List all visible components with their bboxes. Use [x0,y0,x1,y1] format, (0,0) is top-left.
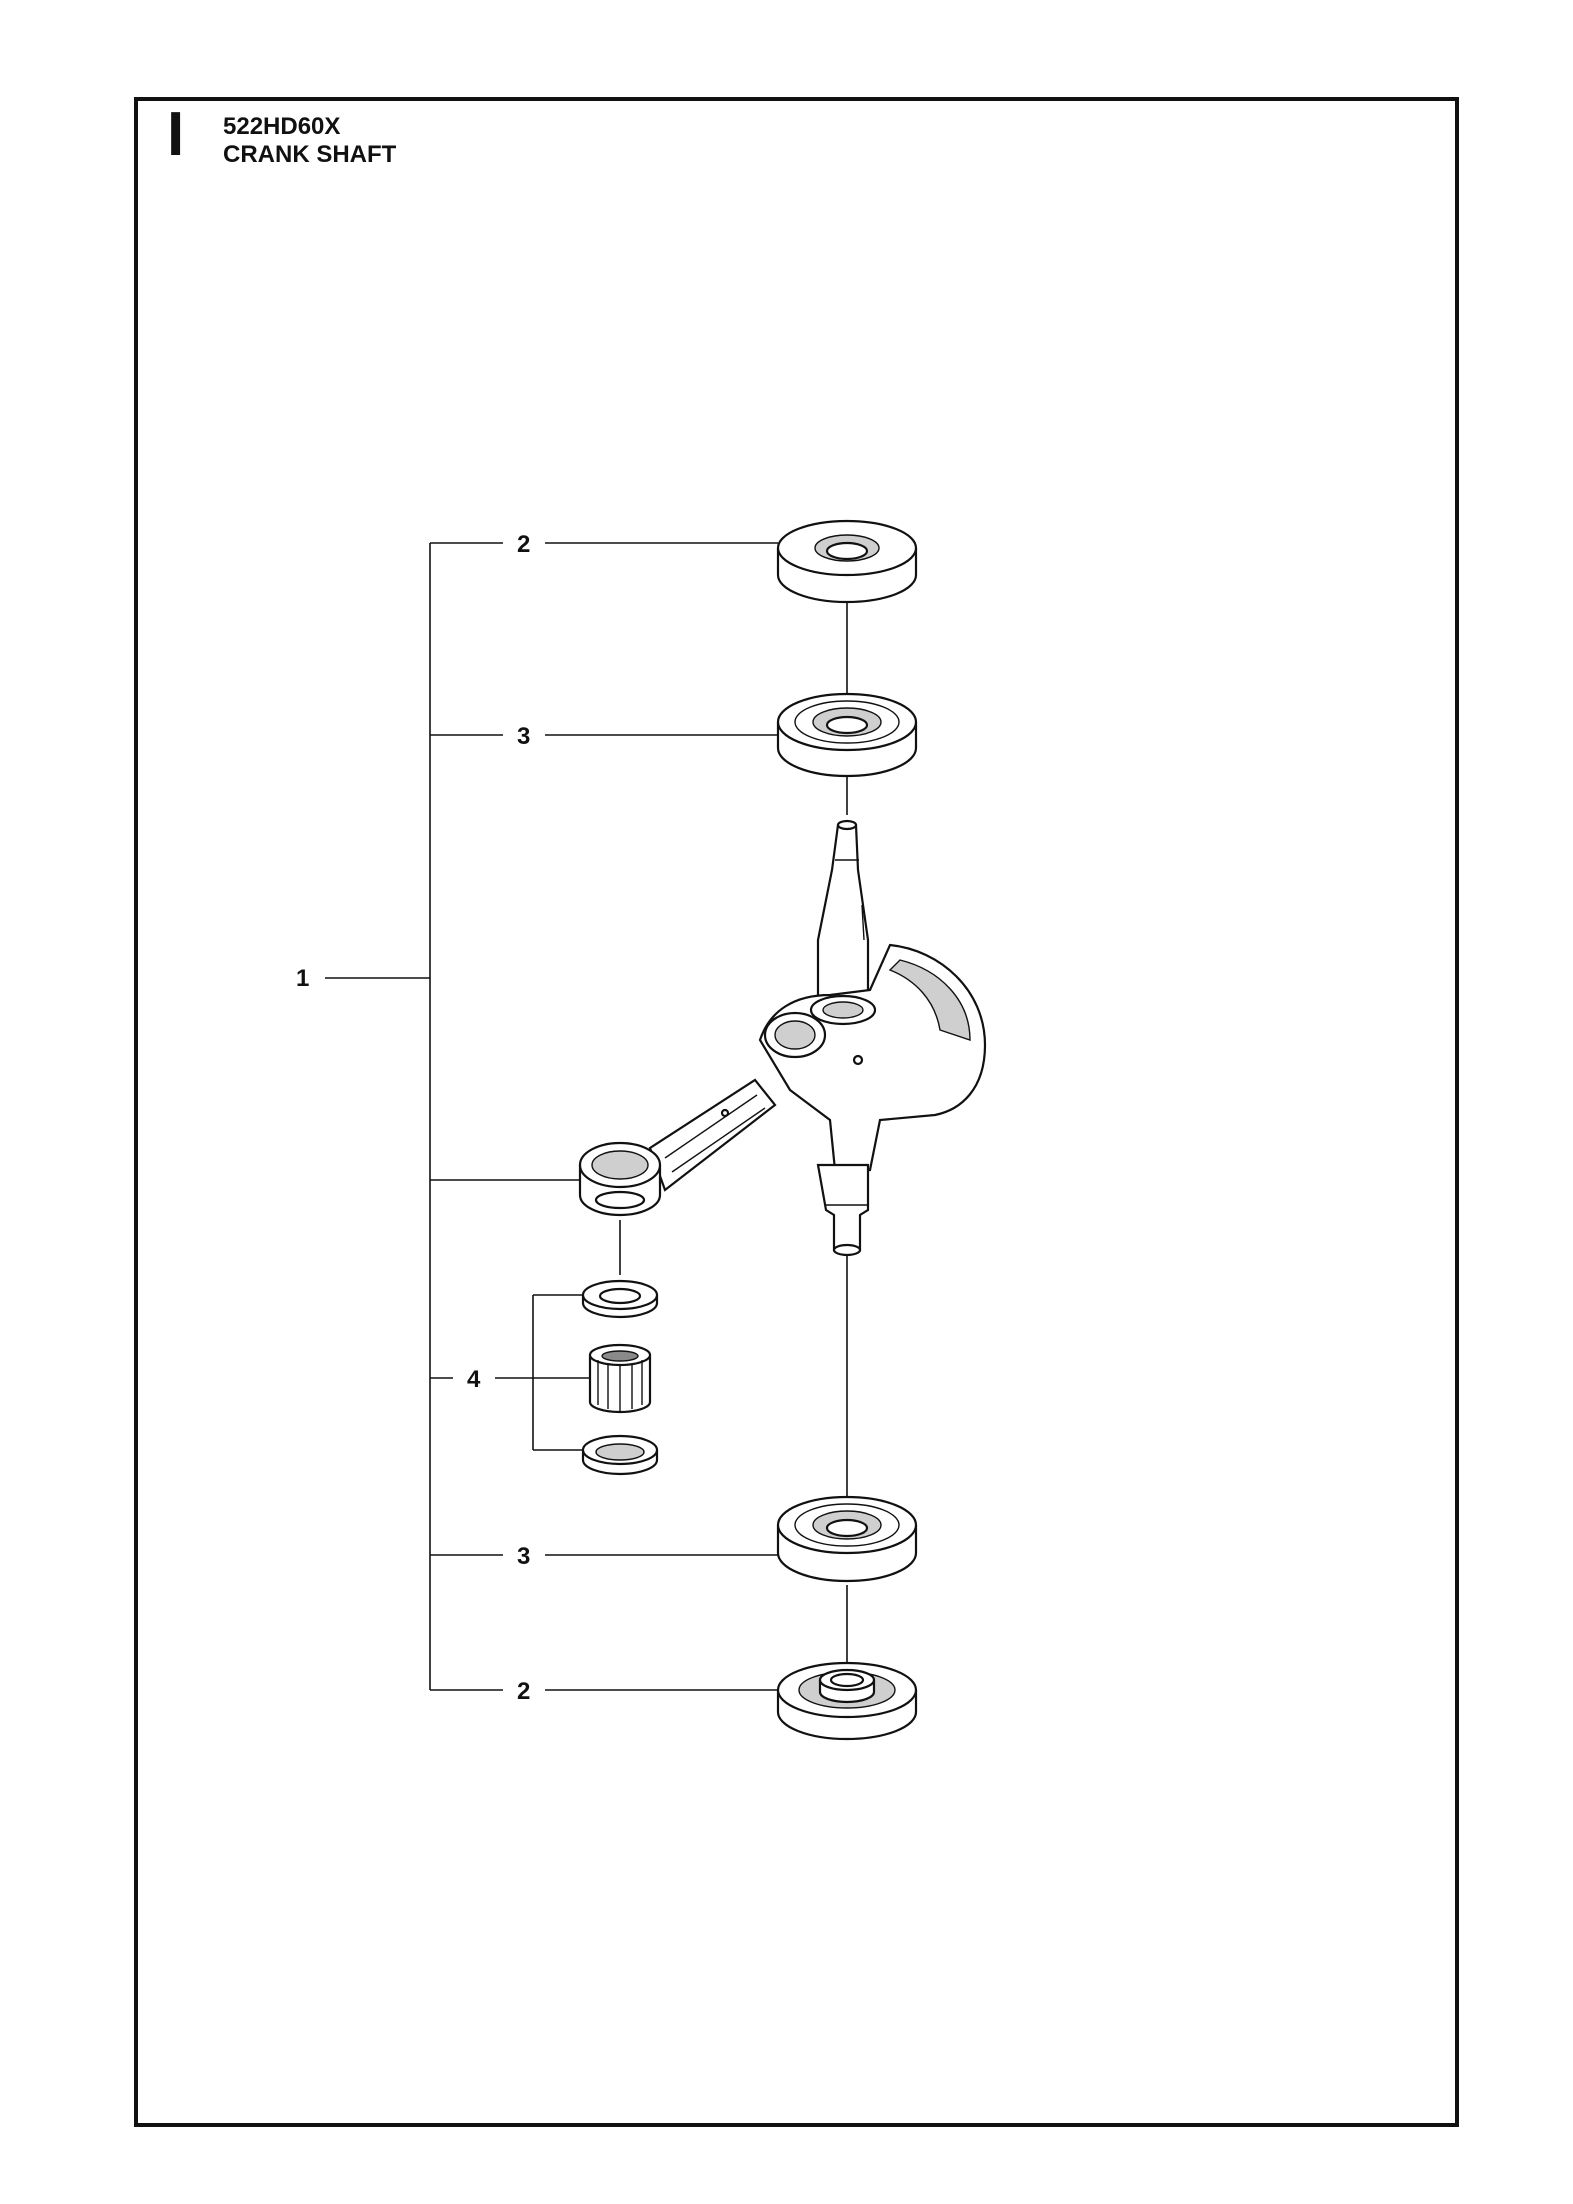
leader-lines [325,542,778,1691]
callout-3-top: 3 [517,723,530,750]
section-letter: I [167,100,185,169]
thrust-washer-top [581,1279,659,1319]
oil-seal-bottom [776,1661,918,1741]
crankshaft [578,819,987,1257]
ball-bearing-top [776,692,918,778]
oil-seal-top [776,519,918,604]
page-frame [134,97,1459,2127]
callout-labels: 1 2 3 4 3 2 [296,531,530,1705]
ball-bearing-bottom [776,1495,918,1583]
callout-2-bottom: 2 [517,1678,530,1705]
callout-3-bottom: 3 [517,1543,530,1570]
page-title: CRANK SHAFT [223,141,397,168]
needle-bearing-kit [581,1279,659,1476]
needle-bearing-cage [588,1343,652,1414]
thrust-washer-bottom [581,1434,659,1476]
model-code: 522HD60X [223,113,341,140]
callout-1: 1 [296,965,309,992]
callout-4: 4 [467,1366,481,1393]
callout-2-top: 2 [517,531,530,558]
